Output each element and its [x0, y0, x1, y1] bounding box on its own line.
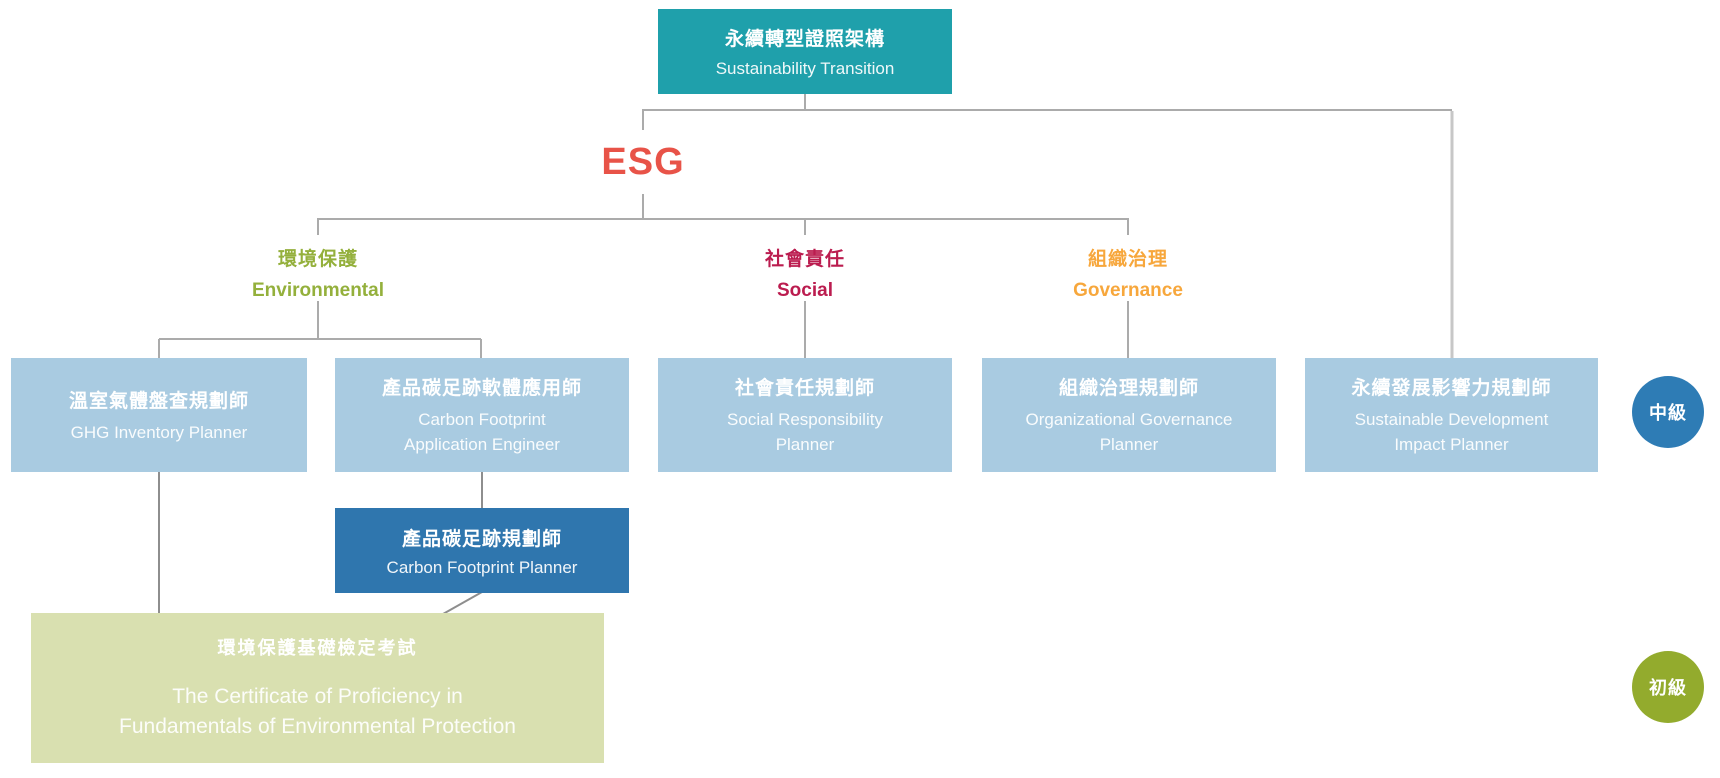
level-beginner-label: 初級 [1649, 678, 1687, 698]
cert-title-zh: 溫室氣體盤查規劃師 [68, 390, 249, 412]
level-intermediate-label: 中級 [1649, 403, 1687, 423]
pillar-governance-zh: 組織治理 [1087, 249, 1168, 270]
pillar-environmental-en: Environmental [252, 280, 384, 301]
root-box-sustainability-transition: 永續轉型證照架構 Sustainability Transition [658, 9, 952, 94]
exam-box-environmental-protection-fundamentals: 環境保護基礎檢定考試 The Certificate of Proficienc… [31, 613, 604, 763]
pillar-label-governance: 組織治理 Governance [1008, 246, 1248, 301]
pillar-social-en: Social [777, 280, 833, 301]
cert-box-organizational-governance-planner: 組織治理規劃師 Organizational Governance Planne… [982, 358, 1276, 472]
cert-title-en: Carbon Footprint Application Engineer [404, 410, 560, 454]
cert-title-en: GHG Inventory Planner [70, 422, 248, 442]
level-badge-intermediate: 中級 [1632, 376, 1704, 448]
cert-title-zh: 組織治理規劃師 [1058, 378, 1199, 399]
cert-box-ghg-inventory-planner: 溫室氣體盤查規劃師 GHG Inventory Planner [11, 358, 307, 472]
cfp-title-en: Carbon Footprint Planner [386, 557, 578, 577]
pillar-social-zh: 社會責任 [764, 249, 845, 270]
cfp-title-zh: 產品碳足跡規劃師 [401, 528, 562, 550]
cert-box-carbon-footprint-planner: 產品碳足跡規劃師 Carbon Footprint Planner [335, 508, 629, 593]
level-badge-beginner: 初級 [1632, 651, 1704, 723]
pillar-environmental-zh: 環境保護 [277, 249, 358, 270]
exam-title-en-line2: Fundamentals of Environmental Protection [119, 715, 516, 738]
esg-heading: ESG [601, 141, 685, 183]
cert-title-en: Sustainable Development Impact Planner [1354, 410, 1549, 454]
cert-title-zh: 永續發展影響力規劃師 [1351, 378, 1552, 399]
connector-line [442, 591, 483, 615]
cert-box-sustainable-development-impact-planner: 永續發展影響力規劃師 Sustainable Development Impac… [1305, 358, 1598, 472]
pillar-governance-en: Governance [1073, 280, 1183, 301]
cert-title-zh: 產品碳足跡軟體應用師 [381, 378, 582, 399]
root-title-zh: 永續轉型證照架構 [724, 29, 885, 50]
cert-box-social-responsibility-planner: 社會責任規劃師 Social Responsibility Planner [658, 358, 952, 472]
cert-title-zh: 社會責任規劃師 [734, 378, 875, 399]
cert-title-en: Organizational Governance Planner [1025, 410, 1233, 454]
root-title-en: Sustainability Transition [715, 59, 895, 78]
pillar-label-environmental: 環境保護 Environmental [198, 246, 438, 301]
exam-title-zh: 環境保護基礎檢定考試 [217, 638, 418, 658]
exam-title-en-line1: The Certificate of Proficiency in [172, 685, 463, 708]
pillar-label-social: 社會責任 Social [685, 246, 925, 301]
cert-title-en: Social Responsibility Planner [727, 410, 883, 454]
cert-box-carbon-footprint-application-engineer: 產品碳足跡軟體應用師 Carbon Footprint Application … [335, 358, 629, 472]
